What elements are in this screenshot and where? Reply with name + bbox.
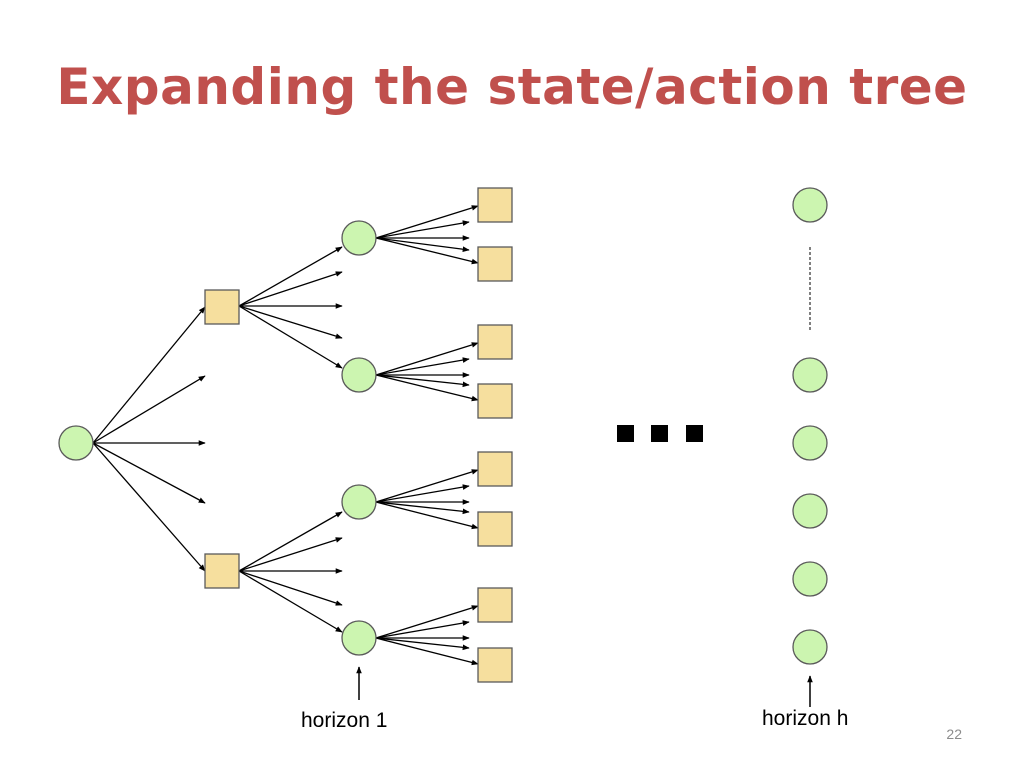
state-node (341, 357, 377, 393)
state-node (341, 620, 377, 656)
state-node (792, 357, 828, 393)
action-node (477, 324, 513, 360)
action-node (477, 647, 513, 683)
root-edges (92, 306, 206, 572)
leaf-action-nodes (477, 187, 513, 683)
lower-action-edges (238, 511, 343, 633)
action-node-upper (204, 289, 240, 325)
root-state-node (58, 425, 94, 461)
action-node (477, 587, 513, 623)
ellipsis-squares (617, 425, 703, 442)
action-node (477, 246, 513, 282)
state-node (341, 484, 377, 520)
page-number: 22 (946, 726, 962, 742)
horizon-h-state-nodes (792, 187, 828, 665)
action-node (477, 511, 513, 547)
action-node-lower (204, 553, 240, 589)
horizon-h-label: horizon h (762, 707, 849, 730)
state-node (792, 425, 828, 461)
action-node (477, 451, 513, 487)
state-node (792, 493, 828, 529)
slide-title: Expanding the state/action tree (56, 58, 968, 116)
action-node (477, 187, 513, 223)
state-node (792, 187, 828, 223)
state-node (341, 220, 377, 256)
state-node (792, 561, 828, 597)
state-node (792, 629, 828, 665)
state-fan-edges (375, 205, 479, 666)
upper-action-edges (238, 246, 343, 369)
horizon-1-state-nodes (341, 220, 377, 656)
action-node (477, 383, 513, 419)
horizon-1-label: horizon 1 (301, 709, 388, 732)
